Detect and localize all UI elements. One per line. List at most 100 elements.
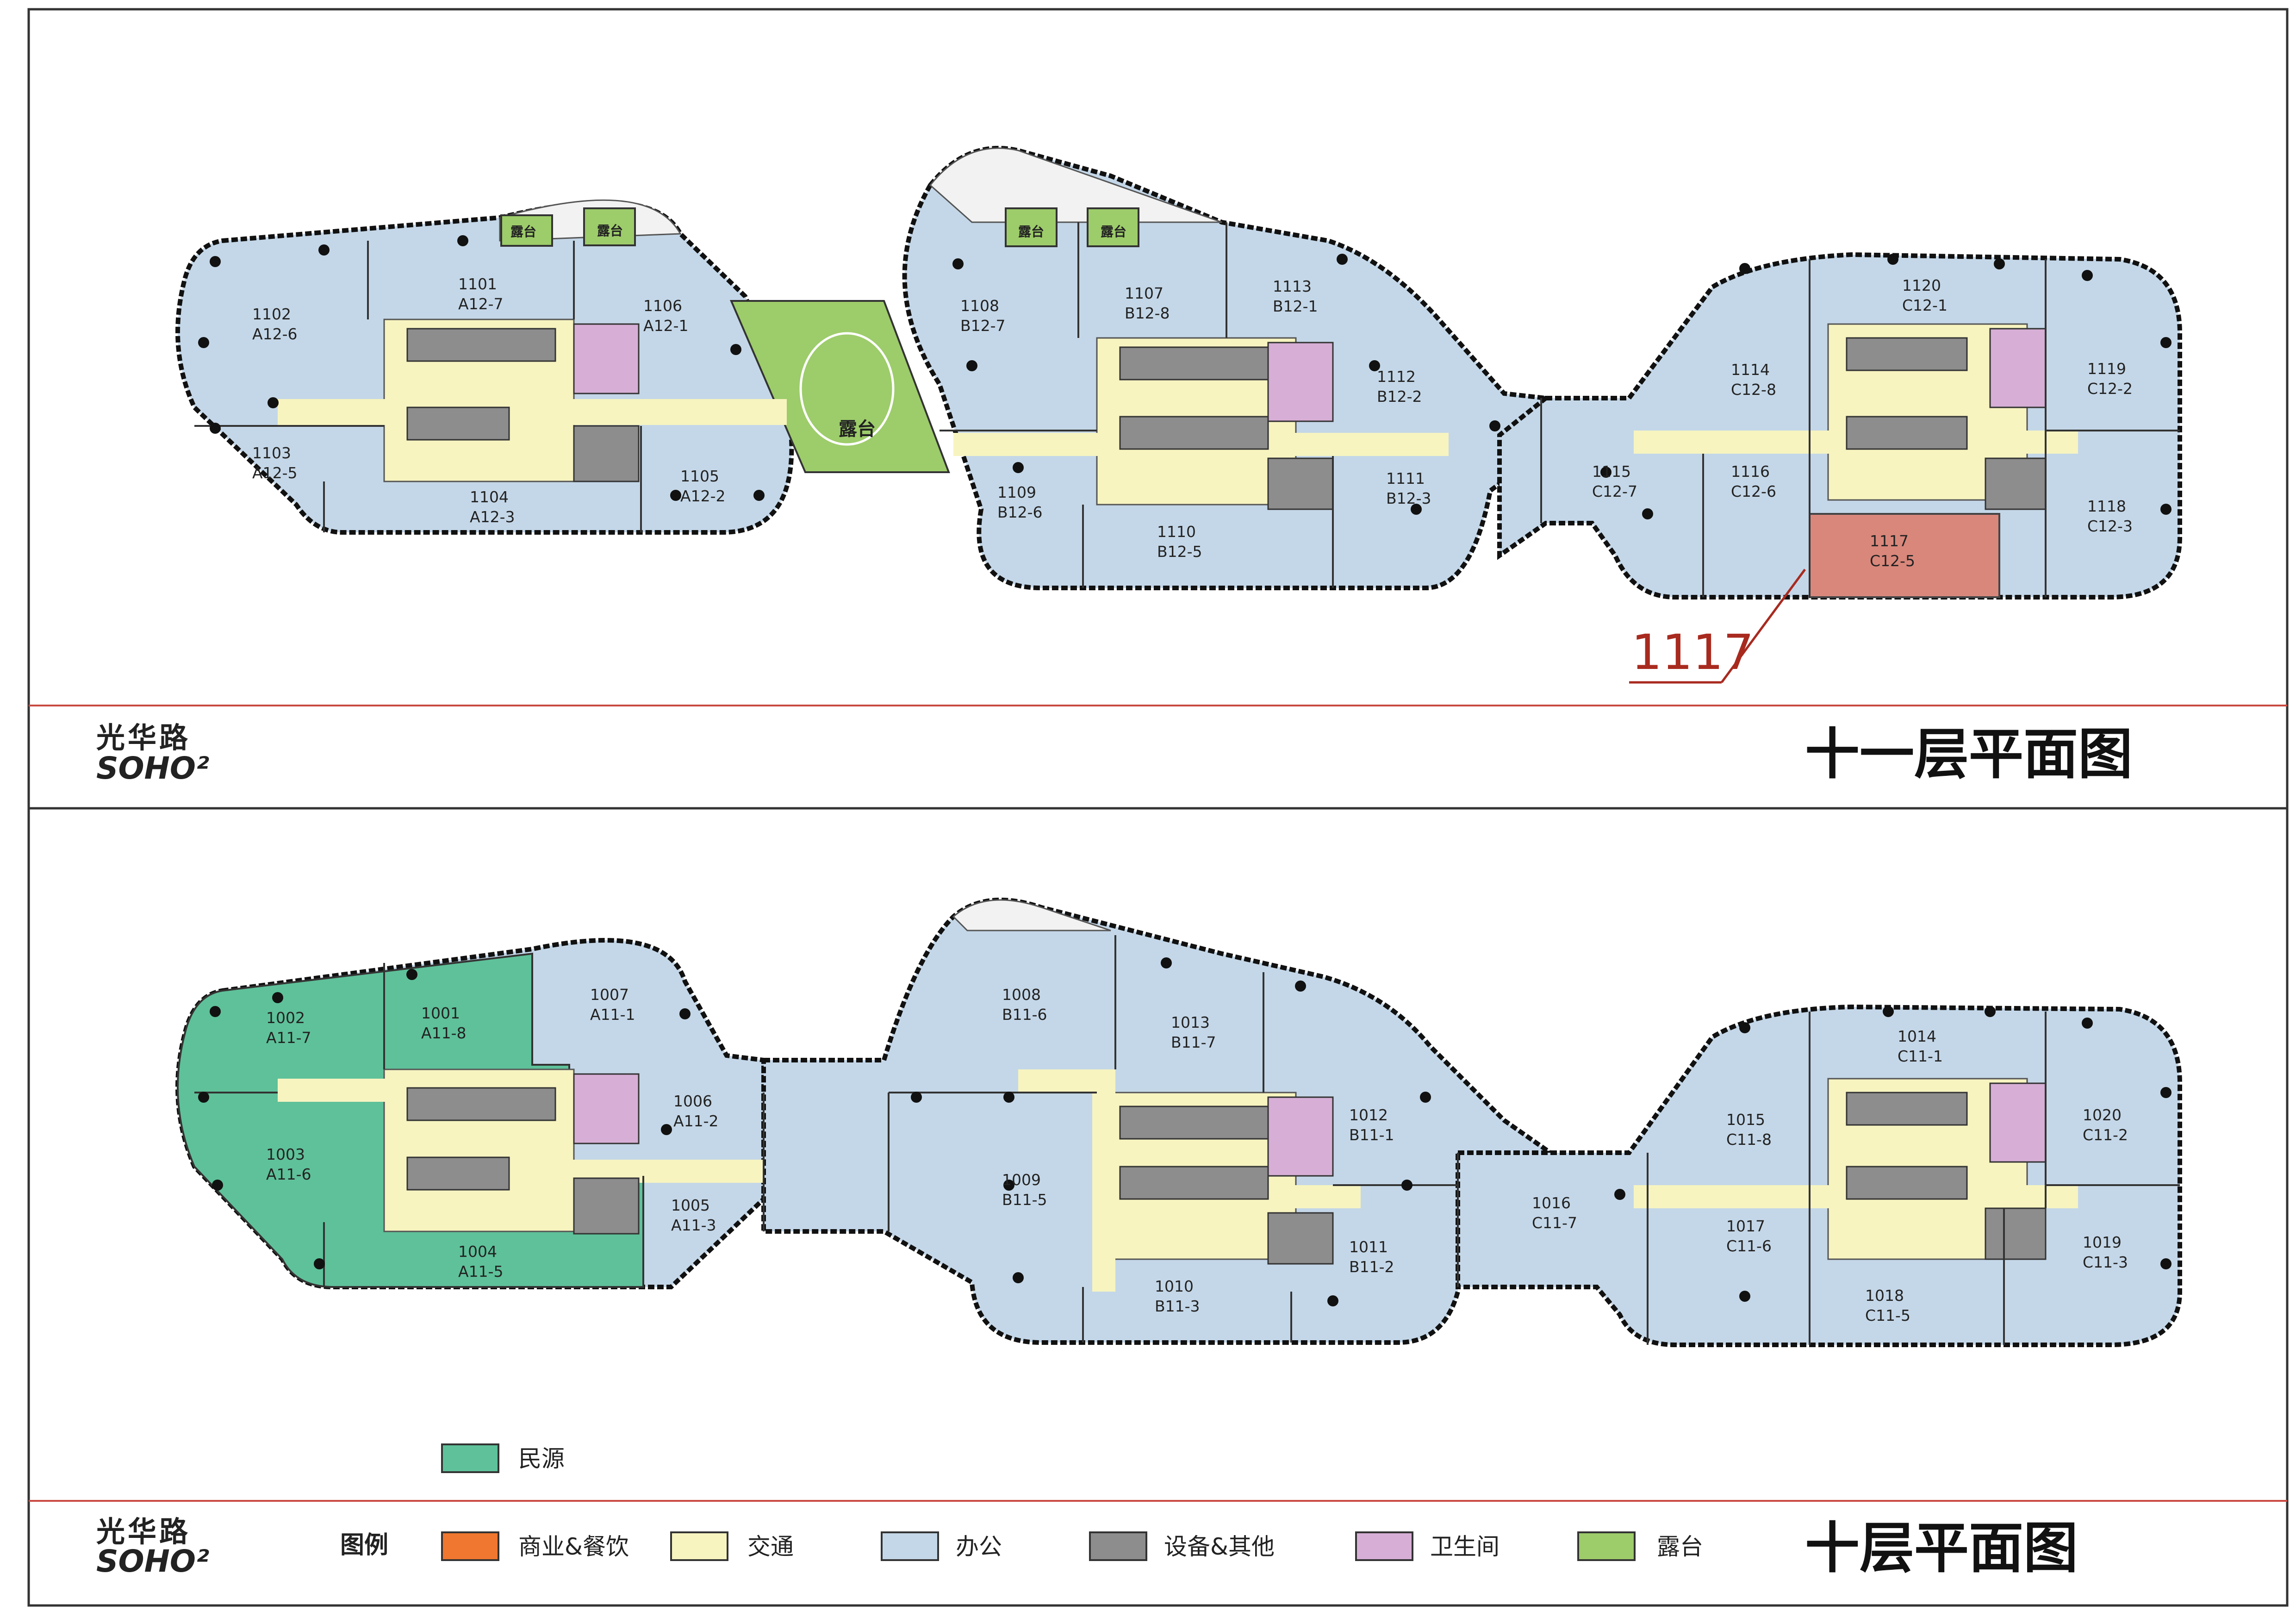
legend-label-equipment: 设备&其他 — [1164, 1533, 1275, 1560]
svg-text:1118: 1118 — [2087, 497, 2126, 515]
svg-text:C12-6: C12-6 — [1731, 482, 1776, 500]
legend-title: 图例 — [340, 1531, 388, 1559]
f10-partitions — [194, 935, 2180, 1345]
floor-10-title: 十层平面图 — [1805, 1516, 2078, 1580]
legend-label-commercial: 商业&餐饮 — [518, 1533, 629, 1560]
svg-text:B12-3: B12-3 — [1386, 489, 1431, 507]
svg-text:B11-7: B11-7 — [1171, 1033, 1216, 1051]
svg-text:B12-1: B12-1 — [1273, 297, 1318, 315]
logo-top: 光华路 SOHO² — [96, 721, 209, 786]
f11-columns — [198, 235, 2172, 519]
svg-text:A12-3: A12-3 — [470, 508, 515, 526]
svg-text:1110: 1110 — [1157, 523, 1196, 541]
f11-partitions — [194, 222, 2180, 597]
svg-text:C11-8: C11-8 — [1726, 1131, 1772, 1149]
svg-text:C11-2: C11-2 — [2083, 1126, 2128, 1144]
legend-swatch-minyuan — [441, 1443, 499, 1473]
svg-text:1106: 1106 — [643, 297, 682, 315]
f11-core-b — [953, 337, 1449, 510]
svg-text:1009: 1009 — [1002, 1171, 1041, 1189]
svg-text:A11-8: A11-8 — [421, 1024, 466, 1042]
f11-terrace-label-3: 露台 — [1018, 224, 1044, 239]
svg-text:1014: 1014 — [1898, 1027, 1936, 1045]
svg-text:B11-2: B11-2 — [1349, 1258, 1394, 1276]
f11-core-c — [1634, 323, 2078, 510]
svg-text:1011: 1011 — [1349, 1238, 1388, 1256]
svg-text:1004: 1004 — [458, 1243, 497, 1261]
f11-terrace-box-4 — [1087, 207, 1139, 247]
svg-text:1013: 1013 — [1171, 1013, 1210, 1031]
legend-label-circulation: 交通 — [747, 1533, 794, 1560]
f11-terrace-ring — [799, 332, 895, 446]
svg-text:B11-1: B11-1 — [1349, 1126, 1394, 1144]
f10-core-a — [278, 1068, 764, 1235]
f11-terrace-label-2: 露台 — [597, 223, 623, 238]
f11-terrace-box-3 — [1005, 207, 1058, 247]
legend-swatch-circulation — [670, 1531, 728, 1561]
svg-text:1102: 1102 — [252, 305, 291, 323]
svg-text:SOHO²: SOHO² — [96, 1543, 209, 1579]
f10-roof-wedge — [952, 899, 1111, 931]
svg-text:C11-3: C11-3 — [2083, 1253, 2128, 1271]
svg-text:1003: 1003 — [266, 1145, 305, 1163]
svg-text:1120: 1120 — [1902, 276, 1941, 294]
f10-core-c — [1634, 1078, 2078, 1260]
svg-text:1006: 1006 — [673, 1092, 712, 1110]
svg-text:A11-7: A11-7 — [266, 1029, 311, 1047]
svg-text:1108: 1108 — [960, 297, 999, 315]
svg-text:A11-5: A11-5 — [458, 1262, 503, 1280]
svg-text:1117: 1117 — [1870, 532, 1909, 550]
f11-unit-1117-highlight[interactable] — [1809, 513, 2000, 598]
svg-text:1103: 1103 — [252, 444, 291, 462]
svg-text:B12-7: B12-7 — [960, 317, 1006, 335]
svg-text:1008: 1008 — [1002, 986, 1041, 1004]
legend-swatch-equipment — [1089, 1531, 1147, 1561]
svg-text:1020: 1020 — [2083, 1106, 2122, 1124]
svg-text:1114: 1114 — [1731, 361, 1770, 379]
svg-text:1115: 1115 — [1592, 462, 1631, 481]
svg-text:C12-7: C12-7 — [1592, 482, 1637, 500]
svg-text:1104: 1104 — [470, 488, 509, 506]
f11-terrace-box-1 — [500, 214, 553, 247]
svg-text:A12-5: A12-5 — [252, 464, 297, 482]
svg-text:1112: 1112 — [1377, 368, 1416, 386]
svg-text:1019: 1019 — [2083, 1233, 2122, 1251]
svg-text:C11-7: C11-7 — [1532, 1214, 1577, 1232]
svg-text:C11-5: C11-5 — [1865, 1306, 1910, 1324]
svg-text:A12-6: A12-6 — [252, 325, 297, 343]
f11-callout-leader-diagonal — [1720, 568, 1806, 683]
svg-text:C12-8: C12-8 — [1731, 381, 1776, 399]
svg-text:A11-1: A11-1 — [590, 1006, 635, 1024]
legend-label-office: 办公 — [956, 1533, 1002, 1560]
svg-text:光华路: 光华路 — [96, 721, 191, 755]
f11-terrace-label-4: 露台 — [1101, 224, 1126, 239]
svg-text:1105: 1105 — [680, 467, 719, 485]
legend: 图例 商业&餐饮 交通 办公 设备&其他 卫生间 露台 — [340, 1531, 1703, 1561]
svg-text:B12-2: B12-2 — [1377, 387, 1422, 406]
svg-text:1005: 1005 — [671, 1196, 710, 1214]
svg-text:1101: 1101 — [458, 275, 497, 293]
f11-terrace-label-5: 露台 — [839, 418, 876, 440]
floor-11-title: 十一层平面图 — [1805, 722, 2133, 786]
legend-swatch-commercial — [441, 1531, 499, 1561]
f10-core-b — [1018, 1069, 1361, 1292]
svg-text:光华路: 光华路 — [96, 1515, 191, 1549]
svg-text:A12-2: A12-2 — [680, 487, 725, 505]
svg-text:C12-1: C12-1 — [1902, 296, 1948, 314]
f11-core-a — [278, 319, 787, 482]
svg-text:1119: 1119 — [2087, 360, 2126, 378]
f11-terrace-label-1: 露台 — [510, 224, 536, 239]
svg-text:B11-3: B11-3 — [1155, 1297, 1200, 1315]
svg-text:1015: 1015 — [1726, 1111, 1765, 1129]
svg-text:A12-1: A12-1 — [643, 317, 688, 335]
svg-text:C12-2: C12-2 — [2087, 380, 2133, 398]
svg-text:1109: 1109 — [997, 483, 1036, 501]
svg-text:1016: 1016 — [1532, 1194, 1571, 1212]
f10-columns — [198, 957, 2172, 1306]
f11-roof-wedge-b — [929, 147, 1222, 223]
svg-text:1002: 1002 — [266, 1009, 305, 1027]
svg-text:1007: 1007 — [590, 986, 629, 1004]
